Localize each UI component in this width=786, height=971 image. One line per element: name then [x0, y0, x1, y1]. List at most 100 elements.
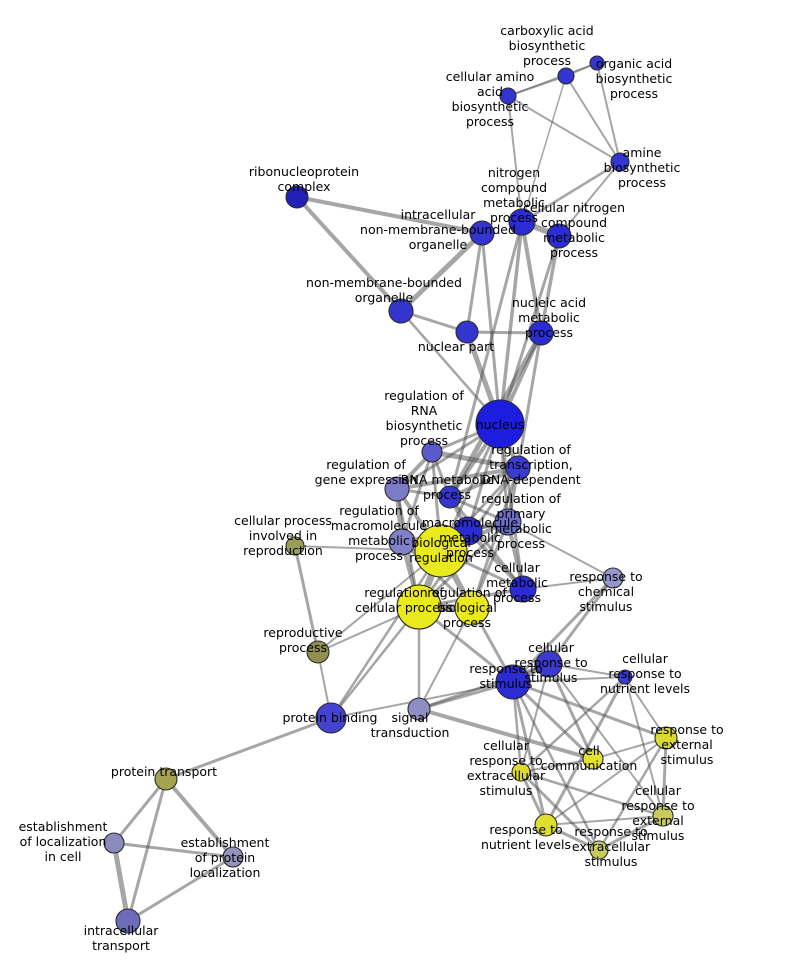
- node-establishment_of_localization_in_cell[interactable]: [103, 832, 125, 854]
- node-cellular_response_to_external_stimulus[interactable]: [652, 805, 674, 827]
- node-regulation_of_rna_biosynthetic_process[interactable]: [421, 441, 443, 463]
- edge-carboxylic_acid_biosynthetic_process--nitrogen_compound_metabolic_process: [521, 75, 567, 223]
- node-reproductive_process[interactable]: [306, 640, 330, 664]
- node-cellular_amino_acid_biosynthetic_process[interactable]: [499, 87, 517, 105]
- node-response_to_extracellular_stimulus[interactable]: [589, 840, 609, 860]
- edge-protein_transport--establishment_of_protein_localization: [164, 777, 235, 859]
- edge-intracellular_non_membrane_bounded_organelle--nucleus: [480, 231, 502, 426]
- node-nucleus[interactable]: [475, 399, 525, 449]
- node-cell_communication[interactable]: [582, 748, 604, 770]
- node-regulation_of_primary_metabolic_process[interactable]: [494, 508, 522, 536]
- edge-nucleic_acid_metabolic_process--regulation_of_transcription_dna_dependent: [516, 331, 543, 470]
- edge-response_to_chemical_stimulus--regulation_of_primary_metabolic_process: [507, 521, 614, 579]
- node-intracellular_non_membrane_bounded_organelle[interactable]: [469, 220, 495, 246]
- node-amine_biosynthetic_process[interactable]: [610, 152, 630, 172]
- edge-establishment_of_localization_in_cell--intracellular_transport: [111, 840, 131, 924]
- node-intracellular_transport[interactable]: [115, 908, 141, 934]
- edge-cellular_process_involved_in_reproduction--reproductive_process: [293, 544, 320, 654]
- edge-cellular_response_to_extracellular_stimulus--cellular_response_to_external_stimulus: [519, 770, 665, 818]
- node-regulation_of_cellular_process[interactable]: [396, 584, 442, 630]
- node-organic_acid_biosynthetic_process[interactable]: [589, 55, 605, 71]
- node-establishment_of_protein_localization[interactable]: [222, 846, 244, 868]
- node-protein_binding[interactable]: [315, 702, 347, 734]
- edge-response_to_external_stimulus--cell_communication: [592, 737, 667, 760]
- edge-response_to_stimulus--response_to_chemical_stimulus: [511, 576, 615, 684]
- node-regulation_of_biological_process[interactable]: [454, 590, 490, 626]
- edge-organic_acid_biosynthetic_process--amine_biosynthetic_process: [596, 62, 621, 163]
- edge-response_to_external_stimulus--cellular_response_to_external_stimulus: [661, 736, 668, 818]
- edge-protein_transport--intracellular_transport: [126, 777, 168, 923]
- edge-response_to_stimulus--cellular_response_to_nutrient_levels: [512, 676, 626, 683]
- node-cellular_metabolic_process[interactable]: [509, 575, 537, 603]
- node-rna_metabolic_process[interactable]: [438, 485, 462, 509]
- node-cellular_response_to_stimulus[interactable]: [535, 650, 563, 678]
- node-nucleic_acid_metabolic_process[interactable]: [528, 320, 554, 346]
- edge-cellular_response_to_nutrient_levels--response_to_external_stimulus: [624, 676, 667, 739]
- edge-cellular_response_to_stimulus--cell_communication: [547, 662, 595, 761]
- edge-response_to_nutrient_levels--cellular_response_to_external_stimulus: [545, 815, 664, 826]
- node-regulation_of_gene_expression[interactable]: [384, 476, 410, 502]
- node-nuclear_part[interactable]: [455, 320, 479, 344]
- node-nitrogen_compound_metabolic_process[interactable]: [508, 208, 536, 236]
- node-carboxylic_acid_biosynthetic_process[interactable]: [557, 67, 575, 85]
- edge-response_to_external_stimulus--response_to_nutrient_levels: [545, 737, 667, 826]
- node-signal_transduction[interactable]: [407, 697, 431, 721]
- node-response_to_external_stimulus[interactable]: [654, 726, 678, 750]
- edge-cellular_amino_acid_biosynthetic_process--nitrogen_compound_metabolic_process: [507, 95, 523, 223]
- node-layer: [103, 55, 678, 934]
- node-regulation_of_transcription_dna_dependent[interactable]: [505, 455, 531, 481]
- edge-response_to_external_stimulus--response_to_extracellular_stimulus: [597, 736, 668, 852]
- node-regulation_of_macromolecule_metabolic_process[interactable]: [388, 528, 416, 556]
- edge-regulation_of_transcription_dna_dependent--regulation_of_biological_process: [470, 466, 520, 610]
- node-cellular_nitrogen_compound_metabolic_process[interactable]: [546, 223, 572, 249]
- node-ribonucleoprotein_complex[interactable]: [285, 185, 309, 209]
- node-label-nuclear_part: nuclear part: [418, 339, 494, 354]
- edge-cellular_response_to_nutrient_levels--response_to_nutrient_levels: [544, 675, 627, 827]
- edge-cellular_response_to_nutrient_levels--cellular_response_to_extracellular_stimulus: [519, 675, 627, 774]
- edge-intracellular_non_membrane_bounded_organelle--nuclear_part: [465, 231, 484, 334]
- edge-cellular_response_to_stimulus--response_to_chemical_stimulus: [547, 576, 615, 666]
- node-cellular_response_to_extracellular_stimulus[interactable]: [511, 762, 531, 782]
- node-response_to_chemical_stimulus[interactable]: [602, 567, 624, 589]
- edge-ribonucleoprotein_complex--non_membrane_bounded_organelle: [295, 195, 403, 313]
- node-cellular_response_to_nutrient_levels[interactable]: [617, 669, 633, 685]
- node-non_membrane_bounded_organelle[interactable]: [388, 298, 414, 324]
- edge-cell_communication--cellular_response_to_extracellular_stimulus: [520, 758, 594, 773]
- node-protein_transport[interactable]: [154, 767, 178, 791]
- edge-cellular_response_to_extracellular_stimulus--response_to_extracellular_stimulus: [519, 770, 601, 852]
- edge-response_to_stimulus--response_to_nutrient_levels: [511, 680, 548, 827]
- edge-cellular_nitrogen_compound_metabolic_process--nucleic_acid_metabolic_process: [539, 234, 561, 335]
- edge-response_to_stimulus--cell_communication: [511, 680, 595, 761]
- node-cellular_process_involved_in_reproduction[interactable]: [285, 536, 305, 556]
- edge-establishment_of_localization_in_cell--establishment_of_protein_localization: [112, 841, 235, 859]
- edge-layer: [111, 62, 668, 924]
- node-response_to_nutrient_levels[interactable]: [534, 813, 558, 837]
- edge-organic_acid_biosynthetic_process--cellular_amino_acid_biosynthetic_process: [507, 62, 598, 97]
- edge-cell_communication--signal_transduction: [417, 707, 595, 761]
- node-response_to_stimulus[interactable]: [495, 664, 531, 700]
- node-biological_regulation[interactable]: [414, 524, 468, 578]
- edge-cellular_amino_acid_biosynthetic_process--amine_biosynthetic_process: [507, 95, 621, 163]
